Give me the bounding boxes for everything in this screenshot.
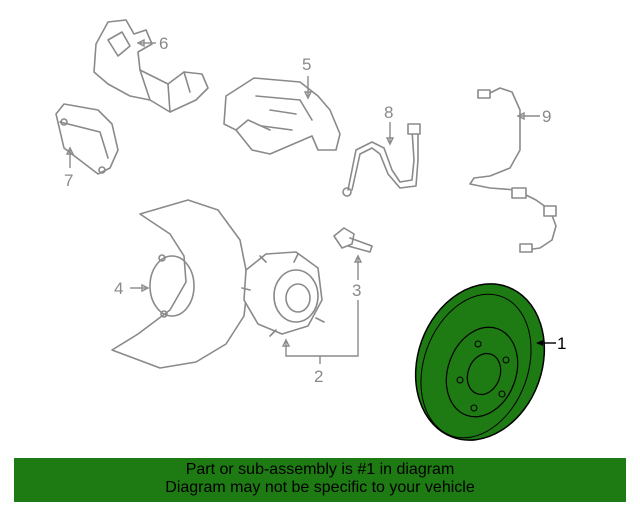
part-4-splash-shield: [111, 199, 249, 369]
callout-5: 5: [302, 55, 311, 74]
part-1-brake-rotor: [414, 283, 546, 441]
callout-9: 9: [542, 107, 551, 126]
banner-line-1: Part or sub-assembly is #1 in diagram: [185, 461, 455, 478]
parts-diagram: 6 7 5 8 9: [55, 19, 566, 441]
part-9-wheel-speed-sensor: [469, 87, 557, 253]
callout-8: 8: [384, 103, 393, 122]
callout-1: 1: [557, 334, 566, 353]
banner-line-2: Diagram may not be specific to your vehi…: [165, 479, 475, 496]
callout-4: 4: [114, 279, 123, 298]
callout-2: 2: [314, 367, 323, 386]
callout-6: 6: [159, 34, 168, 53]
part-8-brake-hose: [342, 123, 421, 197]
callout-3: 3: [352, 281, 361, 300]
callout-7: 7: [64, 171, 73, 190]
part-6-caliper-bracket: [93, 19, 209, 113]
part-3-hub-bolt: [333, 227, 373, 253]
part-2-hub-bearing: [241, 251, 325, 337]
info-banner: Part or sub-assembly is #1 in diagram Di…: [14, 458, 626, 502]
part-5-brake-caliper: [223, 77, 341, 155]
part-7-brake-pads: [55, 103, 119, 175]
